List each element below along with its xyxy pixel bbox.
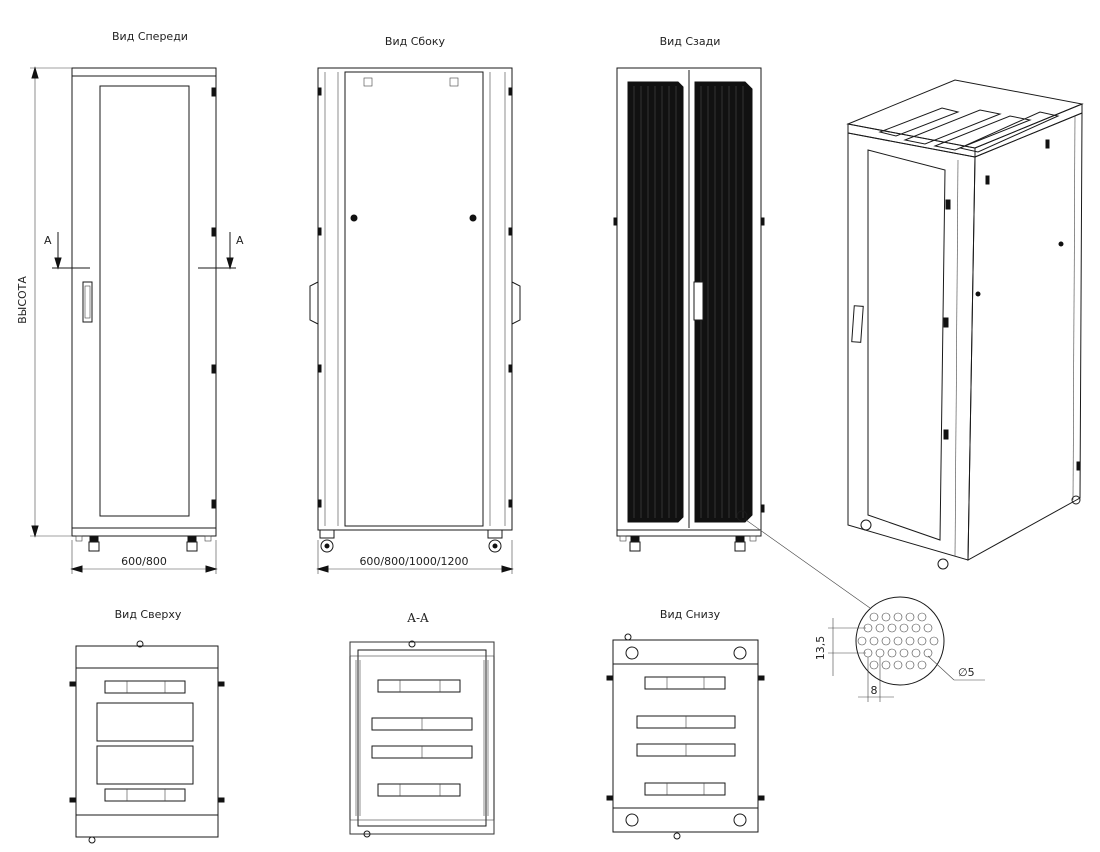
section-slot-4 xyxy=(377,783,461,797)
top-vent-opening-1 xyxy=(96,702,194,742)
bottom-slot-4 xyxy=(644,782,726,796)
vertical-pitch-label: 13,5 xyxy=(814,636,827,661)
bottom-caster-4 xyxy=(733,813,747,827)
side-rear-handle xyxy=(511,281,521,325)
side-caster-rear xyxy=(488,539,502,553)
detail-leader-line xyxy=(745,519,871,609)
side-view-label: Вид Сбоку xyxy=(385,35,446,48)
top-vent-opening-2 xyxy=(96,745,194,785)
section-outer-frame xyxy=(349,641,495,835)
top-rear-strip xyxy=(75,814,219,838)
top-view-label: Вид Сверху xyxy=(115,608,182,621)
bottom-view: Вид Снизу xyxy=(606,608,765,840)
bottom-caster-1 xyxy=(625,646,639,660)
front-hinge-bottom xyxy=(211,499,216,509)
iso-side-face xyxy=(967,112,1083,561)
rear-view: Вид Сзади xyxy=(613,35,871,609)
bottom-front-plinth xyxy=(612,639,759,665)
bottom-base-panel xyxy=(612,663,759,809)
front-view-label: Вид Спереди xyxy=(112,30,188,43)
front-glass-window xyxy=(99,85,190,517)
bottom-rear-plinth xyxy=(612,807,759,833)
detail-circle xyxy=(855,596,945,686)
front-cabinet-body xyxy=(71,75,217,529)
rear-door-handle xyxy=(693,281,704,321)
section-view: A-A xyxy=(349,611,495,838)
hole-diameter-label: ∅5 xyxy=(958,666,975,679)
front-hinge-top xyxy=(211,87,216,97)
side-panel xyxy=(344,71,484,527)
side-panel-lock-left xyxy=(350,214,358,222)
top-cable-slot-rear xyxy=(104,788,186,802)
bottom-caster-3 xyxy=(625,813,639,827)
section-slot-1 xyxy=(377,679,461,693)
section-view-label: A-A xyxy=(406,611,429,625)
perforation-holes xyxy=(857,612,939,670)
iso-caster-1 xyxy=(860,519,872,531)
section-mounting-rails xyxy=(355,660,489,816)
perforation-detail: 13,5 8 ∅5 xyxy=(814,596,985,702)
section-mark-left: A xyxy=(44,234,52,247)
side-view: Вид Сбоку 6 xyxy=(309,35,521,574)
front-width-label: 600/800 xyxy=(121,555,167,568)
bottom-view-label: Вид Снизу xyxy=(660,608,721,621)
top-front-strip xyxy=(75,645,219,669)
rear-door-right-mesh xyxy=(694,81,753,523)
iso-caster-2 xyxy=(937,558,949,570)
side-panel-lock-right xyxy=(469,214,477,222)
bottom-caster-2 xyxy=(733,646,747,660)
iso-front-face xyxy=(847,132,976,561)
section-mark-right: A xyxy=(236,234,244,247)
horizontal-pitch-label: 8 xyxy=(871,684,878,697)
rear-view-label: Вид Сзади xyxy=(660,35,721,48)
iso-glass-window xyxy=(867,149,946,541)
front-view: Вид Спереди ВЫСОТА xyxy=(16,30,244,574)
side-depth-label: 600/800/1000/1200 xyxy=(359,555,468,568)
bottom-slot-1 xyxy=(644,676,726,690)
front-top-cap xyxy=(71,67,217,77)
iso-door-handle xyxy=(851,305,864,343)
front-door-handle xyxy=(82,281,93,323)
front-plinth xyxy=(71,527,217,537)
rear-door-left-mesh xyxy=(627,81,684,523)
height-label: ВЫСОТА xyxy=(16,276,29,324)
rear-detail-callout-circle xyxy=(736,510,748,522)
top-cable-slot-front xyxy=(104,680,186,694)
side-outer-frame xyxy=(317,67,513,531)
side-caster-front xyxy=(320,539,334,553)
side-front-handle xyxy=(309,281,319,325)
isometric-view xyxy=(846,79,1084,570)
top-view: Вид Сверху xyxy=(69,608,225,844)
